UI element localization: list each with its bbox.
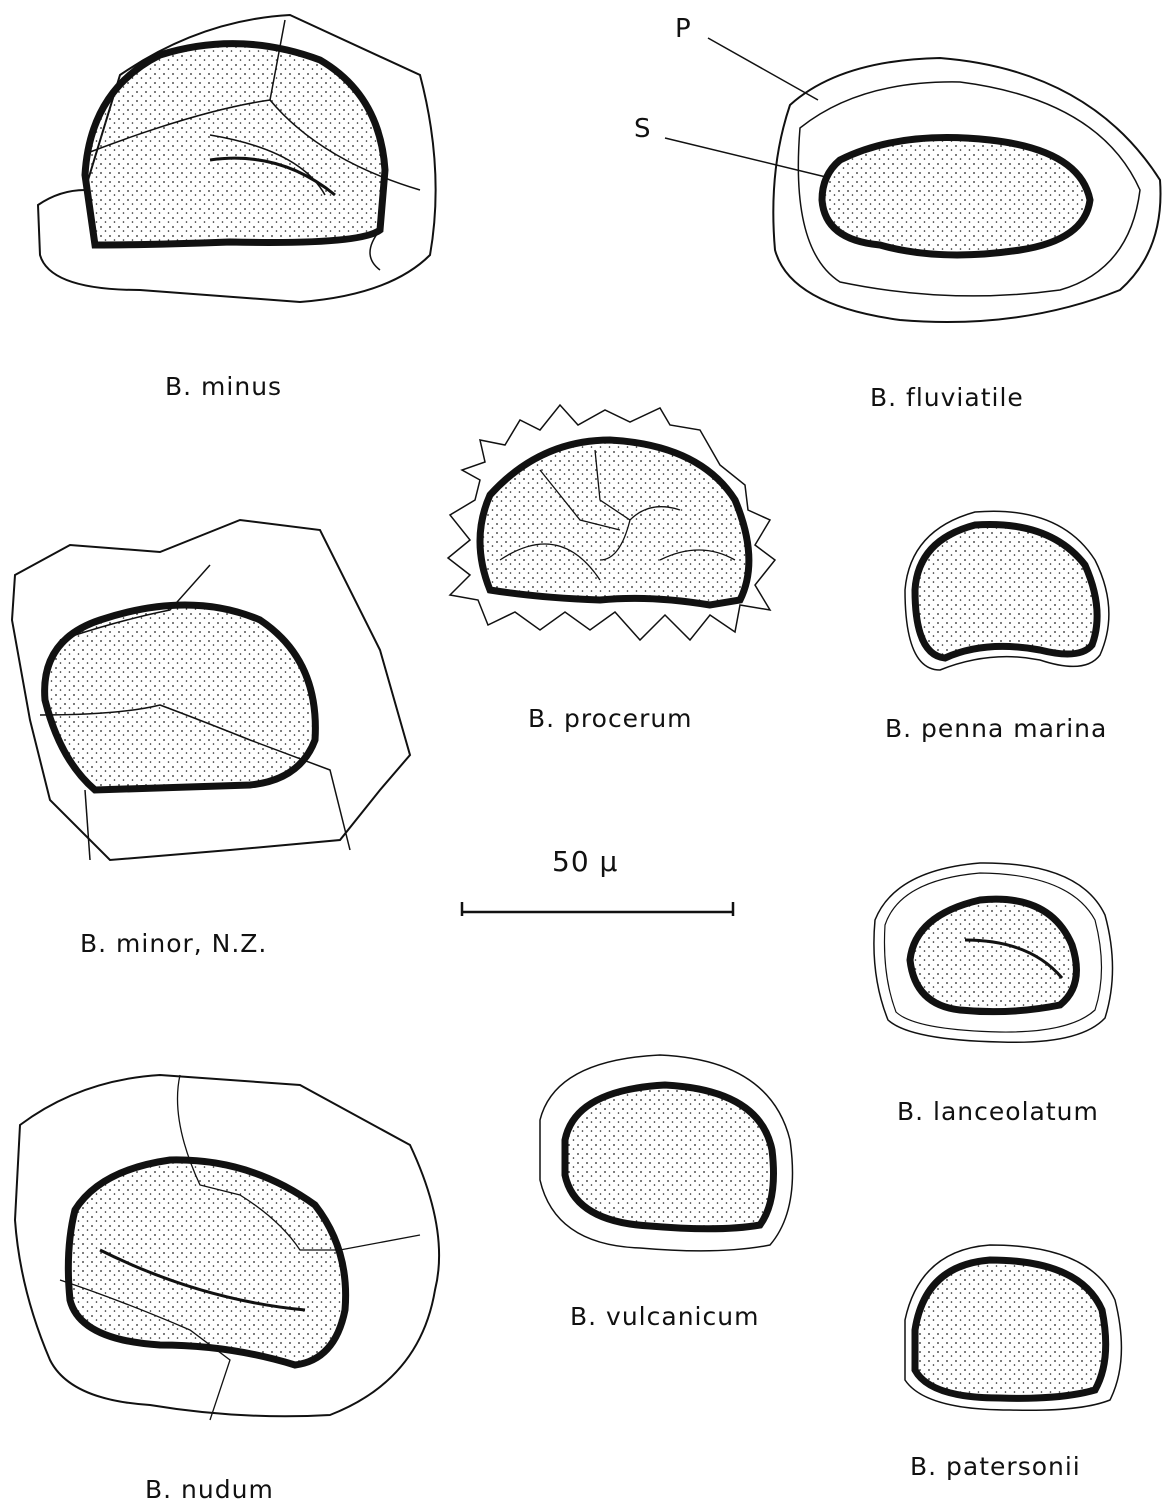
spore-vulcanicum	[540, 1055, 793, 1251]
scale-bar	[462, 902, 733, 916]
spore-penna-marina	[905, 511, 1109, 670]
annotation-perine: P	[675, 14, 692, 44]
label-minor-nz: B. minor, N.Z.	[80, 929, 267, 958]
annotation-spore: S	[634, 114, 652, 144]
spore-minus	[38, 15, 436, 302]
label-penna-marina: B. penna marina	[885, 714, 1107, 743]
label-fluviatile: B. fluviatile	[870, 383, 1024, 412]
label-vulcanicum: B. vulcanicum	[570, 1302, 759, 1331]
label-nudum: B. nudum	[145, 1475, 274, 1504]
spore-patersonii	[905, 1245, 1121, 1410]
label-procerum: B. procerum	[528, 704, 693, 733]
scale-bar-label: 50 μ	[552, 845, 618, 878]
spore-procerum	[448, 405, 775, 640]
label-lanceolatum: B. lanceolatum	[897, 1097, 1099, 1126]
label-minus: B. minus	[165, 372, 282, 401]
label-patersonii: B. patersonii	[910, 1452, 1081, 1481]
spore-nudum	[15, 1075, 439, 1420]
spore-fluviatile	[665, 38, 1161, 322]
spore-minor-nz	[12, 520, 410, 860]
spore-lanceolatum	[874, 863, 1113, 1042]
